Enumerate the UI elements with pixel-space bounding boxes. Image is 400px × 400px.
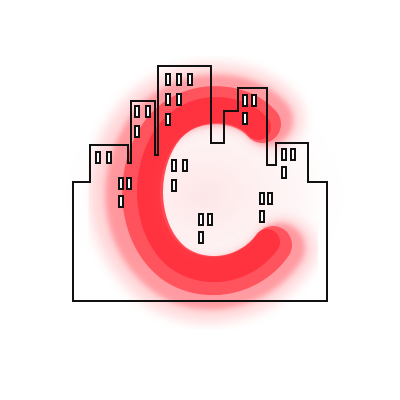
building-windows xyxy=(95,73,296,244)
skyline-outline xyxy=(72,65,328,302)
